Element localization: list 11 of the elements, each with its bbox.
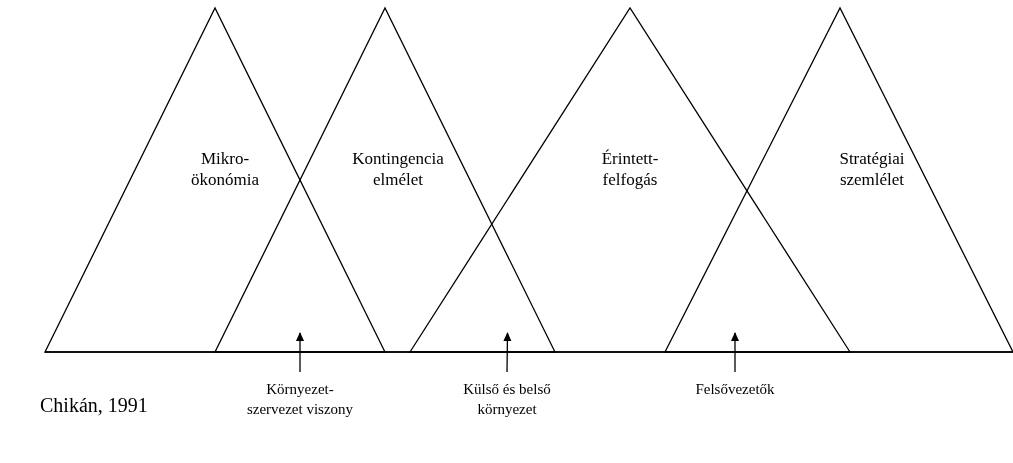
arrow (296, 332, 304, 373)
arrow-caption: Felsővezetők (680, 380, 790, 400)
triangle-label: Érintett-felfogás (600, 148, 660, 191)
triangle-label: Kontingencia elmélet (351, 148, 445, 191)
arrow-caption: Környezet-szervezet viszony (245, 380, 355, 419)
triangle-label: Stratégiai szemlélet (838, 148, 906, 191)
arrow-caption: Külső és belső környezet (452, 380, 562, 419)
citation: Chikán, 1991 (40, 393, 148, 418)
triangle-label: Mikro-ökonómia (190, 148, 260, 191)
arrow (731, 332, 739, 373)
arrow (503, 332, 512, 373)
